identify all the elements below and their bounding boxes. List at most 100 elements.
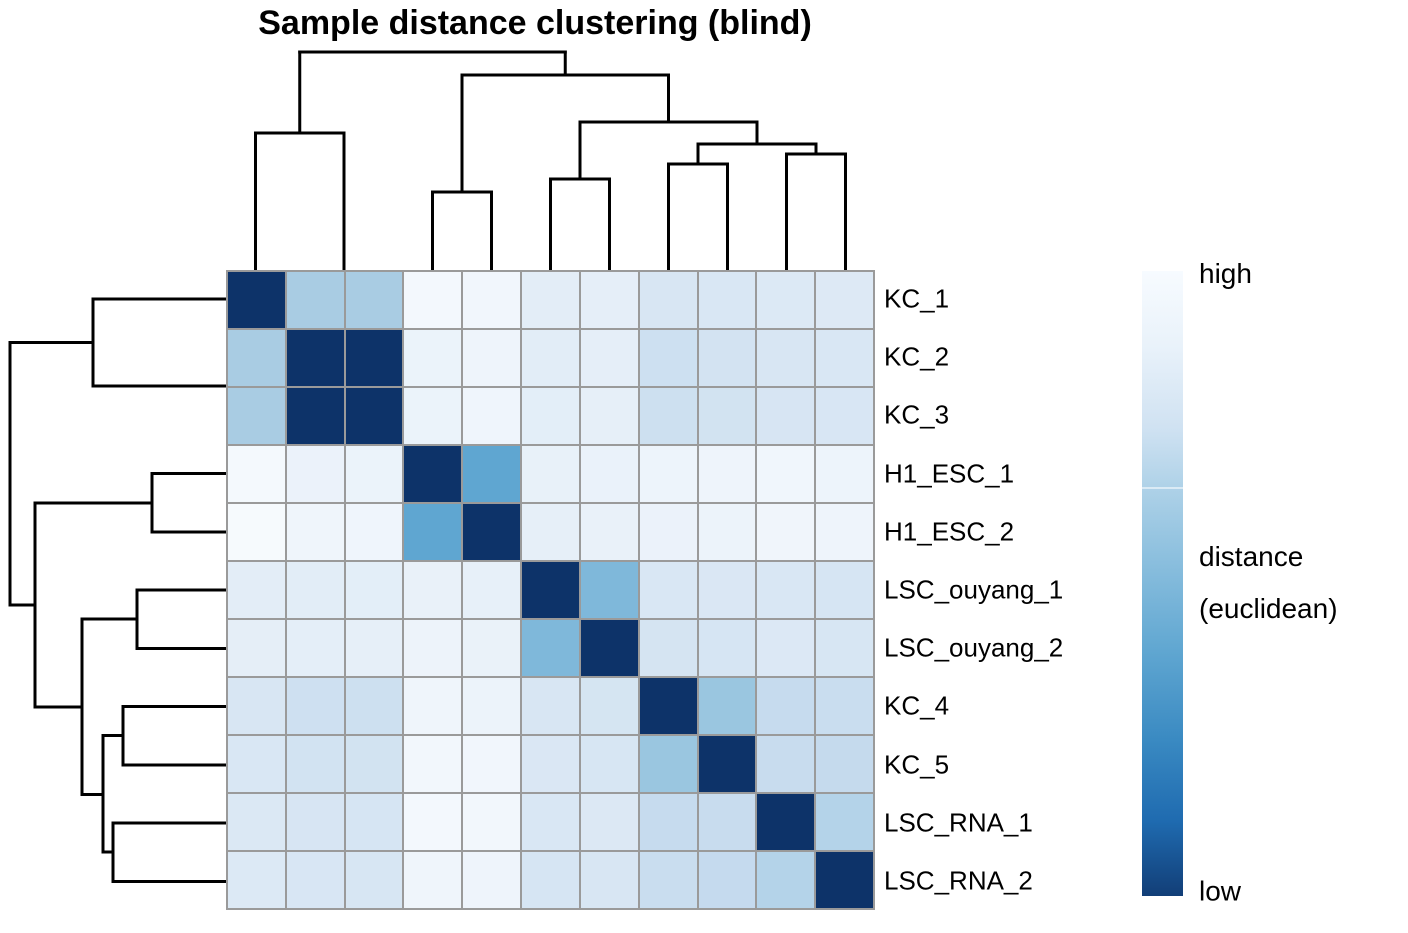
heatmap-cell-r7-c5 [463,620,521,676]
heatmap-cell-r10-c5 [463,794,521,850]
heatmap-cell-r10-c10 [757,794,815,850]
heatmap-cell-r8-c8 [639,678,697,734]
heatmap-cell-r8-c7 [580,678,638,734]
legend-colorbar-seam [1142,486,1183,489]
heatmap-cell-r6-c8 [639,562,697,618]
heatmap-cell-r9-c6 [522,736,579,792]
heatmap-cell-r5-c1 [228,504,285,560]
heatmap-cell-r6-c2 [286,562,344,618]
heatmap-cell-r2-c7 [580,330,638,386]
heatmap-cell-r5-c6 [522,504,579,560]
heatmap-cell-r10-c4 [404,794,462,850]
heatmap-cell-r1-c10 [757,272,815,328]
heatmap-cell-r4-c11 [816,446,873,502]
heatmap-cell-r2-c4 [404,330,462,386]
heatmap-cell-r3-c10 [757,388,815,444]
heatmap-cell-r3-c9 [698,388,756,444]
heatmap-cell-r2-c5 [463,330,521,386]
heatmap-cell-r11-c10 [757,852,815,908]
heatmap-cell-r6-c7 [580,562,638,618]
heatmap-cell-r11-c8 [639,852,697,908]
heatmap-cell-r4-c1 [228,446,285,502]
heatmap-cell-r9-c2 [286,736,344,792]
row-label-KC_5: KC_5 [884,749,950,780]
heatmap-cell-r5-c9 [698,504,756,560]
heatmap-cell-r3-c7 [580,388,638,444]
heatmap-cell-r6-c11 [816,562,873,618]
heatmap-cell-r9-c1 [228,736,285,792]
heatmap-cell-r8-c11 [816,678,873,734]
heatmap-grid [226,270,875,910]
heatmap-cell-r5-c10 [757,504,815,560]
heatmap-cell-r9-c8 [639,736,697,792]
heatmap-cell-r5-c11 [816,504,873,560]
heatmap-cell-r8-c5 [463,678,521,734]
row-label-KC_1: KC_1 [884,283,950,314]
heatmap-cell-r4-c3 [345,446,403,502]
heatmap-cell-r2-c2 [286,330,344,386]
heatmap-cell-r7-c2 [286,620,344,676]
heatmap-cell-r2-c9 [698,330,756,386]
heatmap-cell-r7-c4 [404,620,462,676]
heatmap-cell-r5-c5 [463,504,521,560]
heatmap-cell-r6-c9 [698,562,756,618]
row-label-H1_ESC_1: H1_ESC_1 [884,458,1015,489]
heatmap-cell-r5-c7 [580,504,638,560]
heatmap-cell-r11-c7 [580,852,638,908]
heatmap-cell-r2-c8 [639,330,697,386]
heatmap-cell-r3-c8 [639,388,697,444]
heatmap-cell-r4-c10 [757,446,815,502]
heatmap-cell-r5-c3 [345,504,403,560]
heatmap-cell-r9-c9 [698,736,756,792]
heatmap-cell-r8-c2 [286,678,344,734]
legend-title-line1: distance [1199,541,1304,572]
heatmap-cell-r10-c11 [816,794,873,850]
heatmap-cell-r3-c6 [522,388,579,444]
heatmap-cell-r11-c4 [404,852,462,908]
heatmap-cell-r1-c7 [580,272,638,328]
heatmap-cell-r5-c2 [286,504,344,560]
heatmap-cell-r6-c10 [757,562,815,618]
heatmap-cell-r8-c1 [228,678,285,734]
heatmap-cell-r5-c4 [404,504,462,560]
heatmap-cell-r9-c5 [463,736,521,792]
heatmap-cell-r8-c3 [345,678,403,734]
heatmap-cell-r7-c1 [228,620,285,676]
row-label-LSC_RNA_1: LSC_RNA_1 [884,807,1033,838]
heatmap-cell-r1-c5 [463,272,521,328]
heatmap-cell-r8-c9 [698,678,756,734]
heatmap-cell-r1-c6 [522,272,579,328]
heatmap-cell-r1-c3 [345,272,403,328]
heatmap-cell-r2-c11 [816,330,873,386]
row-dendrogram [8,297,232,883]
legend-colorbar [1142,271,1183,896]
heatmap-cell-r3-c2 [286,388,344,444]
heatmap-cell-r8-c10 [757,678,815,734]
heatmap-cell-r1-c1 [228,272,285,328]
column-dendrogram [254,50,847,272]
row-label-KC_4: KC_4 [884,690,950,721]
heatmap-cell-r9-c3 [345,736,403,792]
heatmap-cell-r1-c8 [639,272,697,328]
heatmap-cell-r6-c4 [404,562,462,618]
heatmap-cell-r6-c5 [463,562,521,618]
heatmap-cell-r1-c4 [404,272,462,328]
heatmap-cell-r1-c2 [286,272,344,328]
legend-title-line2: (euclidean) [1199,593,1338,624]
heatmap-cell-r7-c10 [757,620,815,676]
heatmap-cell-r10-c2 [286,794,344,850]
heatmap-cell-r6-c3 [345,562,403,618]
heatmap-cell-r4-c6 [522,446,579,502]
heatmap-cell-r10-c3 [345,794,403,850]
heatmap-cell-r3-c4 [404,388,462,444]
heatmap-cell-r6-c6 [522,562,579,618]
heatmap-cell-r11-c3 [345,852,403,908]
legend-high-label: high [1199,258,1252,290]
heatmap-cell-r5-c8 [639,504,697,560]
heatmap-cell-r6-c1 [228,562,285,618]
heatmap-cell-r3-c1 [228,388,285,444]
heatmap-cell-r4-c7 [580,446,638,502]
heatmap-cell-r7-c11 [816,620,873,676]
heatmap-cell-r11-c9 [698,852,756,908]
heatmap-cell-r2-c6 [522,330,579,386]
